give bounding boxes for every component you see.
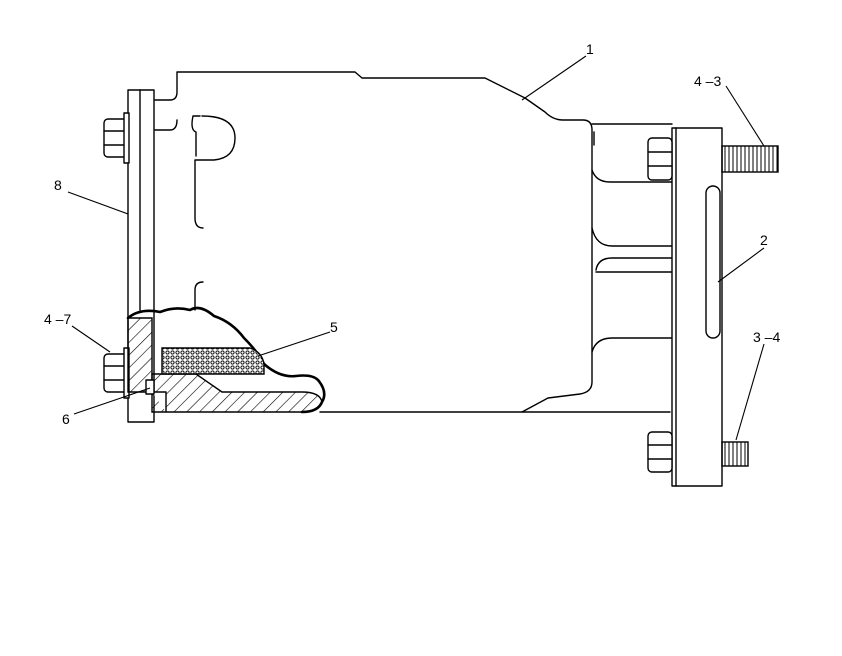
callout-4-7: 4 –7 <box>44 311 71 327</box>
leader-lines <box>67 55 765 441</box>
callout-4-3: 4 –3 <box>694 73 721 89</box>
callout-6: 6 <box>62 411 70 427</box>
callout-2: 2 <box>760 232 768 248</box>
housing-ribs <box>591 123 673 353</box>
callout-8: 8 <box>54 177 62 193</box>
housing-body <box>154 71 671 413</box>
seal <box>145 379 155 395</box>
left-upper-bolt-head <box>103 112 130 164</box>
right-upper-bolt <box>647 137 779 181</box>
housing-recess <box>191 115 236 311</box>
callout-labels: 1 2 3 –4 4 –3 4 –7 5 6 8 <box>44 41 780 427</box>
filter-element <box>161 347 265 375</box>
callout-5: 5 <box>330 319 338 335</box>
callout-3-4: 3 –4 <box>753 329 780 345</box>
left-lower-bolt-head <box>103 347 130 399</box>
right-lower-bolt <box>647 431 749 473</box>
right-flange <box>671 127 723 487</box>
callout-1: 1 <box>586 41 594 57</box>
